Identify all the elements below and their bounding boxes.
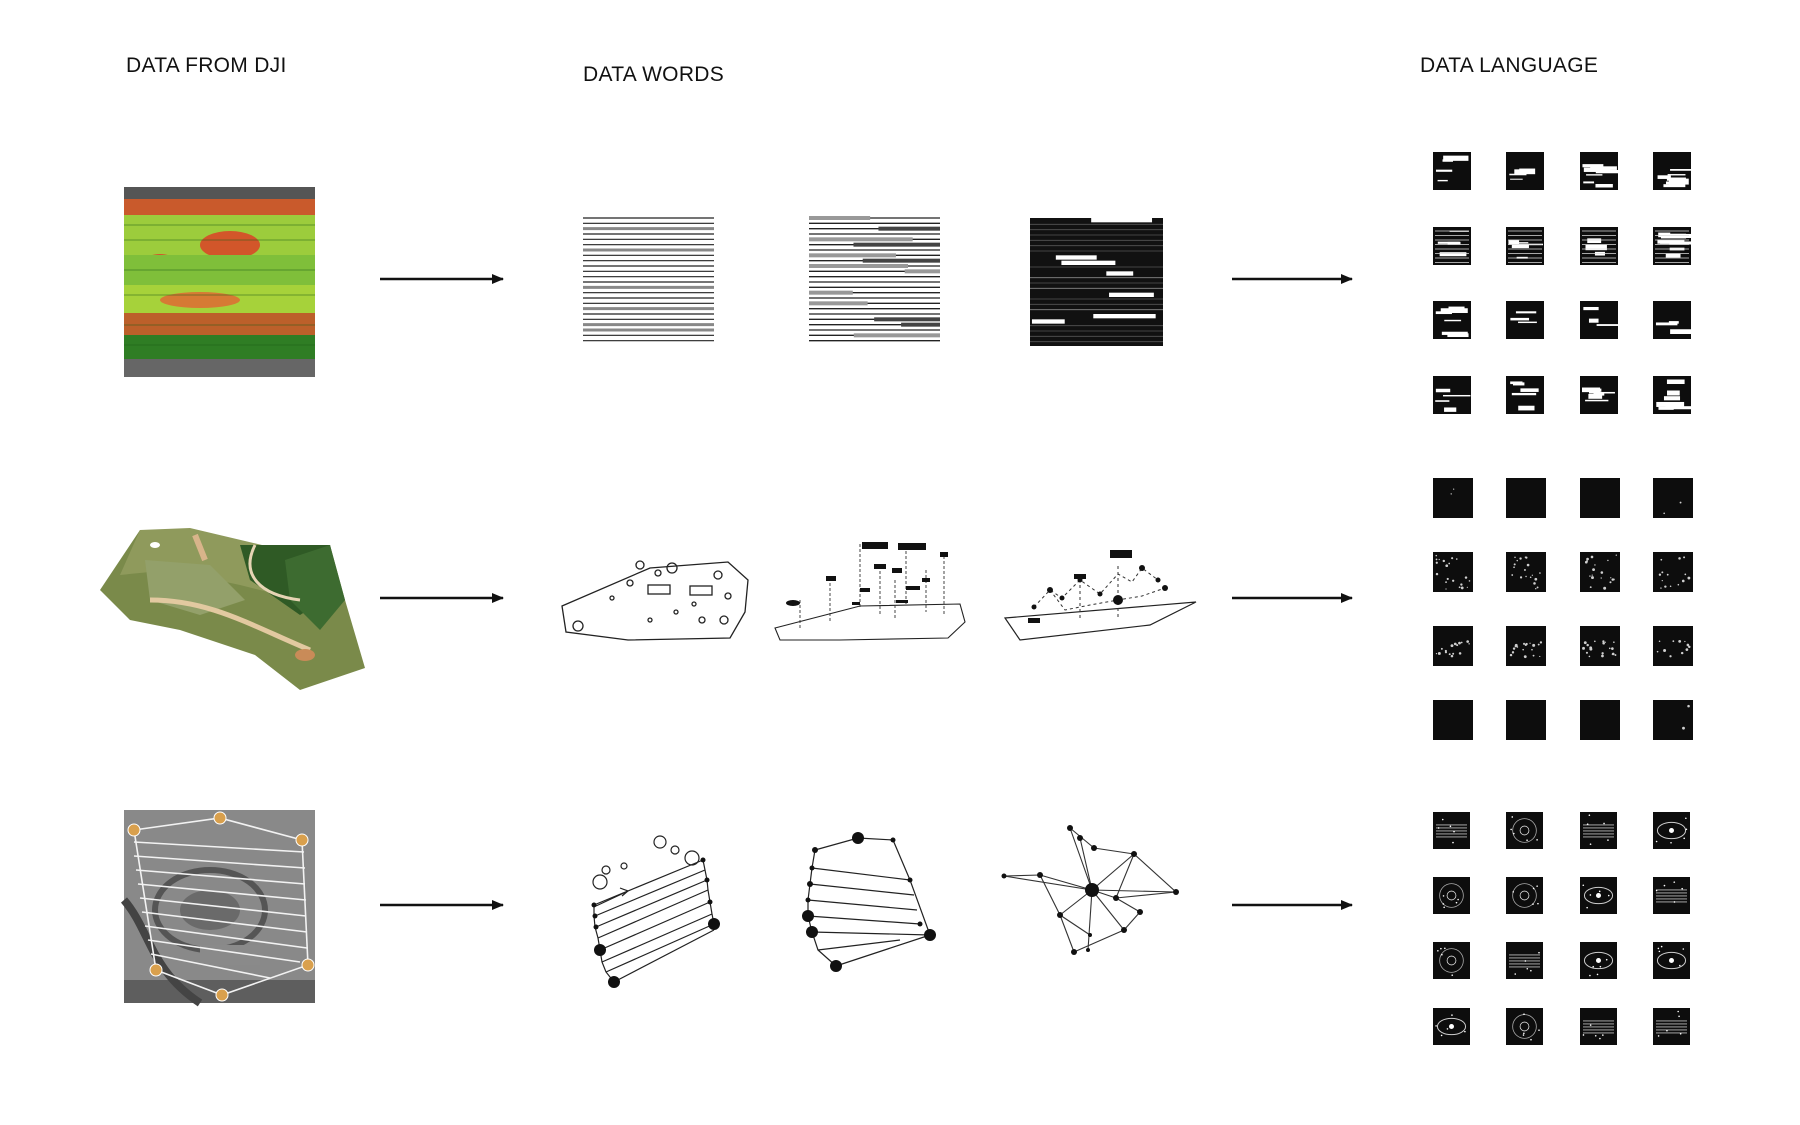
language-tile: [1433, 227, 1471, 265]
language-tile: [1653, 227, 1695, 265]
line-stripes-medium: [809, 216, 940, 342]
language-tile: [1653, 626, 1693, 666]
language-tile: [1653, 942, 1690, 979]
column-title-source: DATA FROM DJI: [126, 54, 287, 77]
language-tile: [1653, 1008, 1690, 1045]
site-outline: [561, 560, 749, 641]
language-tile: [1653, 877, 1690, 914]
language-tile: [1433, 552, 1473, 592]
flight-path-satellite: [120, 810, 315, 1007]
language-tile: [1433, 942, 1470, 979]
language-tile: [1506, 942, 1543, 979]
language-tile: [1433, 626, 1473, 666]
language-grid-row3: [1433, 812, 1690, 1045]
language-tile: [1653, 478, 1693, 518]
language-tile: [1506, 552, 1546, 592]
column-title-language: DATA LANGUAGE: [1420, 54, 1599, 77]
language-tile: [1506, 877, 1543, 914]
language-tile: [1653, 152, 1693, 190]
language-tile: [1506, 376, 1544, 414]
language-tile: [1580, 478, 1620, 518]
language-tile: [1433, 700, 1473, 740]
language-tile: [1580, 301, 1623, 339]
language-tile: [1433, 301, 1471, 339]
flight-zigzag: [591, 835, 720, 988]
language-tile: [1580, 942, 1617, 979]
site-extrusion: [774, 542, 966, 641]
language-tile: [1506, 812, 1543, 849]
language-tile: [1433, 1008, 1470, 1045]
language-tile: [1580, 812, 1617, 849]
network-star: [1001, 825, 1179, 955]
language-tile: [1580, 1008, 1617, 1045]
language-tile: [1653, 301, 1696, 339]
language-tile: [1506, 227, 1544, 265]
language-tile: [1433, 152, 1471, 190]
language-tile: [1580, 376, 1618, 414]
language-tile: [1580, 152, 1619, 190]
language-grid-row2: [1433, 478, 1693, 740]
language-tile: [1580, 626, 1620, 666]
column-title-words: DATA WORDS: [583, 63, 725, 86]
aerial-orthomosaic: [100, 528, 365, 690]
language-tile: [1433, 376, 1471, 414]
language-tile: [1580, 700, 1620, 740]
point-graph-3d: [1003, 550, 1197, 641]
language-tile: [1580, 877, 1617, 914]
language-tile: [1506, 1008, 1543, 1045]
ndvi-field-map: [124, 187, 315, 377]
language-tile: [1506, 478, 1546, 518]
language-tile: [1506, 626, 1546, 666]
language-tile: [1433, 812, 1470, 849]
language-tile: [1506, 301, 1544, 339]
line-stripes-light: [583, 217, 714, 342]
language-tile: [1653, 552, 1693, 592]
language-tile: [1433, 478, 1473, 518]
language-tile: [1580, 227, 1618, 265]
language-tile: [1433, 877, 1470, 914]
line-stripes-dense: [1030, 218, 1163, 346]
flight-polygon: [802, 832, 936, 972]
language-tile: [1506, 700, 1546, 740]
language-tile: [1653, 376, 1692, 414]
language-tile: [1653, 700, 1693, 740]
language-tile: [1653, 812, 1690, 849]
language-tile: [1506, 152, 1544, 190]
language-tile: [1580, 552, 1620, 592]
language-grid-row1: [1433, 152, 1696, 414]
